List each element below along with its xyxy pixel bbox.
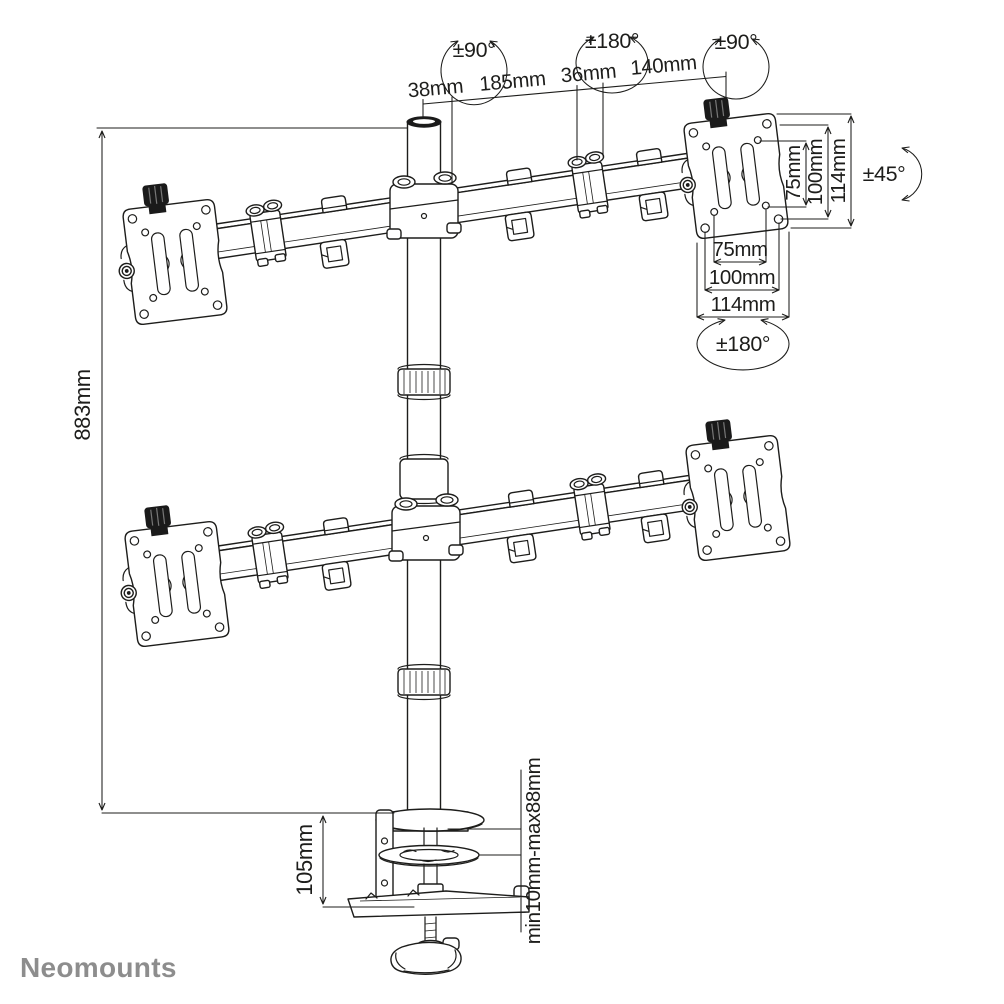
swivel-label-left: ±90° <box>453 38 496 62</box>
dim-label-140mm: 140mm <box>629 51 697 80</box>
clamp-knob <box>390 937 462 975</box>
vesa-h-114-label: 114mm <box>711 293 776 316</box>
dim-label-36mm: 36mm <box>560 60 617 88</box>
upper-crossbar-assembly <box>109 92 788 326</box>
desk-thickness-label: min10mm-max88mm <box>522 758 545 945</box>
desk-clamp <box>347 808 530 975</box>
swivel-arc-right <box>702 38 770 100</box>
height-adjust-ring-lower <box>397 663 451 701</box>
clamp-height-dimension <box>319 815 415 908</box>
vesa-v-114-label: 114mm <box>827 139 850 204</box>
arm-segment-dimension-chain <box>422 71 727 184</box>
vesa-v-75-label: 75mm <box>782 145 805 200</box>
vesa-vertical-dimensions <box>759 113 855 229</box>
mount-artwork <box>109 92 790 975</box>
tilt-arc <box>901 146 923 202</box>
lower-crossbar-assembly <box>111 414 790 648</box>
dim-label-38mm: 38mm <box>407 75 464 103</box>
vesa-horizontal-dimensions <box>696 209 790 321</box>
vesa-h-100-label: 100mm <box>709 266 775 289</box>
height-adjust-ring-upper <box>397 363 451 401</box>
brand-logo: Neomounts <box>20 952 177 983</box>
clamp-height-label: 105mm <box>292 824 317 895</box>
dim-label-185mm: 185mm <box>478 67 546 96</box>
pole-sleeve <box>399 453 449 505</box>
tilt-label: ±45° <box>863 162 906 186</box>
dimension-lines <box>96 36 923 933</box>
vesa-rotation-label: ±180° <box>716 332 770 356</box>
vesa-v-100-label: 100mm <box>804 139 827 205</box>
swivel-label-center: ±180° <box>585 29 639 53</box>
swivel-arc-left <box>440 40 508 106</box>
dimension-labels: 38mm 185mm 36mm 140mm ±90° ±180° ±90° ±4… <box>20 29 906 983</box>
desk-thickness-dimension <box>447 769 522 933</box>
swivel-arc-center <box>575 36 649 94</box>
vesa-rotation-arc <box>696 318 790 371</box>
pole-height-dimension <box>96 127 408 814</box>
clamp-mid-plate <box>378 844 480 867</box>
swivel-label-right: ±90° <box>715 30 758 54</box>
vesa-h-75-label: 75mm <box>712 238 767 261</box>
pole-height-label: 883mm <box>70 369 95 440</box>
